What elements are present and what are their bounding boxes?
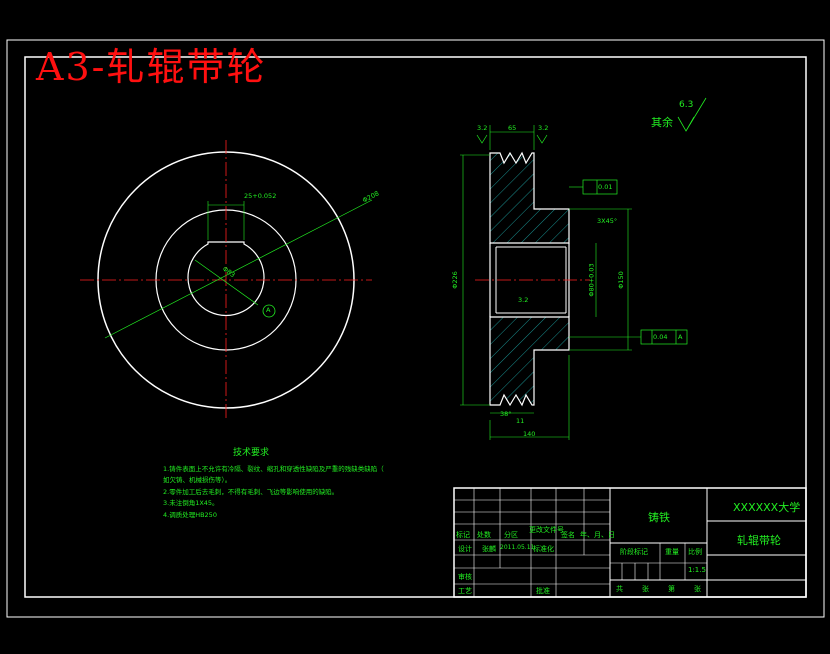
row-sign: 签名 [561, 531, 575, 539]
part-name-label: 轧辊带轮 [737, 534, 781, 547]
roughness-symbol [677, 97, 707, 132]
bore-leader [194, 259, 259, 306]
standard-label: 标准化 [533, 545, 554, 553]
university-label: XXXXXX大学 [733, 501, 801, 514]
process-label: 工艺 [458, 587, 472, 595]
sheet-word: 张 [694, 585, 701, 593]
width-label: 65 [508, 124, 517, 132]
inner-rough-label: 3.2 [518, 296, 529, 304]
design-label: 设计 [458, 545, 472, 553]
sheets-word: 张 [642, 585, 649, 593]
row-docno: 更改文件号 [529, 526, 564, 534]
bore-tol-label: Φ80+0.03 [587, 263, 596, 297]
perp-value: 0.04 [653, 333, 668, 341]
roughness-note-value: 6.3 [679, 100, 694, 110]
perp-datum: A [678, 333, 683, 341]
design-date: 2011.05.11 [500, 544, 535, 551]
rough-top-right: 3.2 [538, 124, 549, 132]
chamfer-label: 3X45° [597, 217, 618, 225]
tech-requirements: 技术要求 1.铸件表面上不允许有冷隔、裂纹、缩孔和穿透性缺陷及严重的残缺类缺陷（… [163, 448, 384, 521]
approve-label: 批准 [536, 587, 550, 595]
groove-angle-label: 38° [500, 410, 512, 418]
section-view [460, 97, 707, 440]
row-count: 处数 [477, 531, 491, 539]
tech-item: 3.未注倒角1X45。 [163, 499, 219, 507]
hub-dia-label: Φ150 [616, 271, 625, 289]
weight-label: 重量 [665, 548, 679, 556]
roughness-note-label: 其余 [651, 116, 673, 129]
keyway-dim-label: 25+0.052 [244, 192, 277, 200]
tech-item: 如欠铸、机械损伤等）。 [163, 476, 232, 484]
drawing-title: A3-轧辊带轮 [36, 45, 267, 89]
runout-label: 0.01 [598, 183, 613, 191]
tech-requirements-heading: 技术要求 [233, 448, 270, 458]
diameter-leader [104, 199, 373, 339]
material-label: 铸铁 [648, 511, 670, 524]
tech-item: 4.调质处理HB250 [163, 510, 217, 519]
row-zone: 分区 [504, 531, 518, 539]
row-ymd: 年、月、日 [580, 531, 615, 539]
outer-frame [6, 39, 825, 618]
rough-top-left: 3.2 [477, 124, 488, 132]
stage-mark-label: 阶段标记 [620, 548, 648, 556]
review-label: 审核 [458, 573, 472, 581]
row-marks: 标记 [456, 531, 470, 539]
section-upper [489, 151, 570, 244]
bore-with-keyway [187, 241, 265, 317]
tech-item: 2.零件加工后去毛刺，不得有毛刺、飞边等影响使用的缺陷。 [163, 487, 339, 496]
scale-header: 比例 [688, 548, 702, 556]
sheets-total: 共 [616, 585, 623, 593]
datum-a-label: A [266, 306, 271, 314]
sheet-no: 第 [668, 585, 675, 593]
left-dia-label: Φ226 [450, 271, 459, 289]
title-block [453, 487, 807, 598]
datum-a-circle [262, 304, 276, 318]
section-lower [489, 316, 570, 407]
groove-small-label: 11 [516, 417, 525, 425]
inner-frame [24, 56, 807, 598]
designer-name: 张麟 [482, 545, 496, 553]
front-view [80, 140, 373, 420]
scale-value: 1:1.5 [688, 566, 706, 574]
length-label: 140 [523, 430, 536, 438]
tech-item: 1.铸件表面上不允许有冷隔、裂纹、缩孔和穿透性缺陷及严重的残缺类缺陷（ [163, 464, 384, 473]
